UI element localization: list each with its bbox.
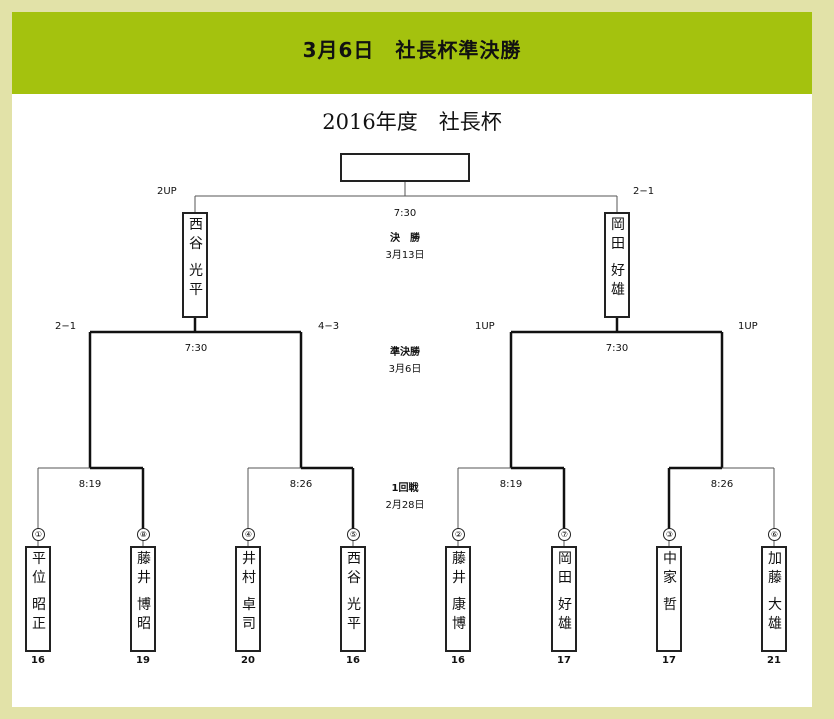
champion-box (340, 153, 470, 182)
player-score: 16 (31, 655, 45, 666)
final-round-date: 3月13日 (385, 250, 425, 261)
player-score: 19 (136, 655, 150, 666)
semi1-score-left: 2−1 (55, 321, 77, 332)
player-name: 岡田好雄 (558, 551, 572, 632)
seed-badge: ④ (242, 528, 255, 541)
player-name: 藤井康博 (452, 551, 466, 632)
final-score-left: 2UP (157, 186, 177, 197)
player-name: 平位昭正 (32, 551, 46, 632)
finalist-left-box: 西谷光平 (182, 212, 208, 318)
semi-round-label: 準決勝 (390, 347, 420, 358)
player-box: 西谷光平 (340, 546, 366, 652)
player-box: 藤井康博 (445, 546, 471, 652)
player-box: 平位昭正 (25, 546, 51, 652)
seed-badge: ⑤ (347, 528, 360, 541)
seed-badge: ① (32, 528, 45, 541)
player-name: 加藤大雄 (768, 551, 782, 632)
r1-match1-time: 8:19 (78, 479, 102, 490)
first-round-label: 1回戦 (391, 483, 419, 494)
r1-match3-time: 8:19 (499, 479, 523, 490)
semi-round-date: 3月6日 (388, 364, 422, 375)
player-name: 藤井博昭 (137, 551, 151, 632)
player-score: 17 (557, 655, 571, 666)
tournament-title: 2016年度 社長杯 (322, 110, 502, 134)
finalist-right-box: 岡田好雄 (604, 212, 630, 318)
finalist-left-name: 西谷光平 (189, 217, 203, 298)
player-box: 井村卓司 (235, 546, 261, 652)
semi2-time: 7:30 (605, 343, 629, 354)
player-score: 20 (241, 655, 255, 666)
final-round-label: 決 勝 (390, 233, 420, 244)
semi2-score-right: 1UP (738, 321, 758, 332)
player-name: 中家哲 (663, 551, 677, 613)
semi2-score-left: 1UP (475, 321, 495, 332)
header-banner: 3月6日 社長杯準決勝 (12, 12, 812, 94)
player-score: 17 (662, 655, 676, 666)
first-round-date: 2月28日 (385, 500, 425, 511)
player-score: 16 (451, 655, 465, 666)
r1-match2-time: 8:26 (289, 479, 313, 490)
player-box: 岡田好雄 (551, 546, 577, 652)
r1-match4-time: 8:26 (710, 479, 734, 490)
player-box: 中家哲 (656, 546, 682, 652)
finalist-right-name: 岡田好雄 (611, 217, 625, 298)
player-score: 16 (346, 655, 360, 666)
seed-badge: ③ (663, 528, 676, 541)
seed-badge: ⑥ (768, 528, 781, 541)
final-score-right: 2−1 (633, 186, 655, 197)
player-name: 西谷光平 (347, 551, 361, 632)
player-box: 加藤大雄 (761, 546, 787, 652)
player-box: 藤井博昭 (130, 546, 156, 652)
player-name: 井村卓司 (242, 551, 256, 632)
seed-badge: ⑦ (558, 528, 571, 541)
player-score: 21 (767, 655, 781, 666)
seed-badge: ② (452, 528, 465, 541)
final-time: 7:30 (393, 208, 417, 219)
banner-title: 3月6日 社長杯準決勝 (302, 38, 522, 62)
seed-badge: ⑧ (137, 528, 150, 541)
semi1-score-right: 4−3 (318, 321, 340, 332)
semi1-time: 7:30 (184, 343, 208, 354)
